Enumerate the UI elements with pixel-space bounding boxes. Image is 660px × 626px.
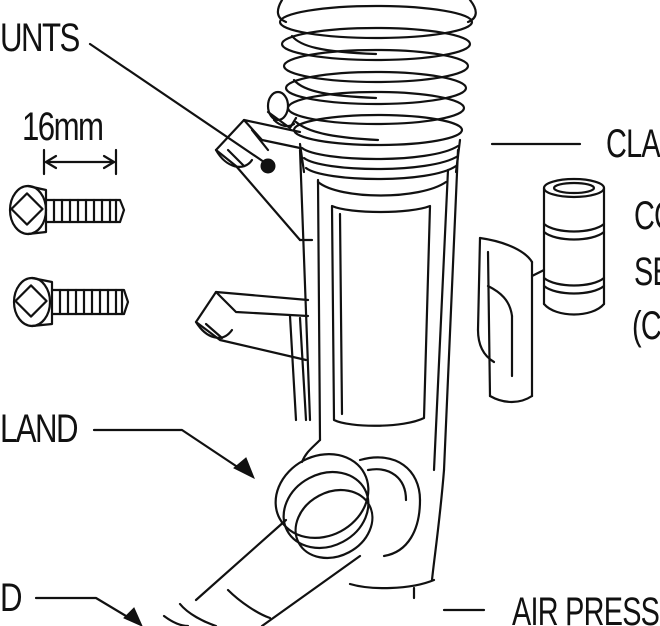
bellows-boot — [276, 0, 477, 147]
bolt-upper — [8, 184, 126, 236]
label-bottom-left: D — [0, 576, 23, 620]
gland-arrow-head — [233, 457, 255, 480]
outlet-elbow — [162, 438, 446, 626]
leader-dot — [260, 158, 276, 174]
label-clamp: CLA — [606, 122, 660, 166]
upper-mount-flange — [214, 118, 314, 242]
label-line-1: CO — [634, 194, 660, 238]
label-gland: LAND — [0, 407, 79, 451]
hose-clip — [266, 90, 298, 130]
label-line-3: (C — [632, 304, 660, 348]
side-connector — [476, 177, 606, 404]
valve-body — [298, 148, 460, 472]
bottom-arrow-head — [123, 607, 143, 626]
leader-lines — [34, 42, 582, 624]
label-air-pressure: AIR PRESS — [512, 590, 660, 626]
label-line-2: SE — [634, 250, 660, 294]
label-mounts: UNTS — [0, 16, 80, 60]
lower-mount-flange — [194, 290, 310, 422]
dimension-marker — [42, 148, 118, 176]
bolt-lower — [12, 276, 130, 328]
label-dimension: 16mm — [22, 105, 104, 149]
